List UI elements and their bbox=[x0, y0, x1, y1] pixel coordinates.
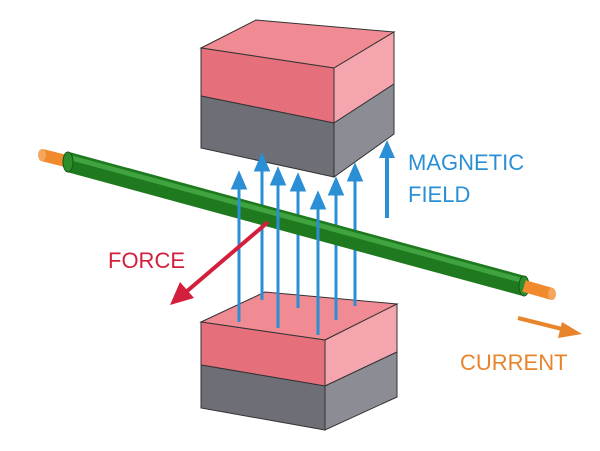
conductor-wire bbox=[38, 149, 556, 300]
field-line-arrowhead bbox=[289, 172, 307, 192]
top-magnet-base-side bbox=[333, 83, 395, 178]
force-label: FORCE bbox=[108, 248, 185, 273]
magnetic-field-label-line1: MAGNETIC bbox=[408, 150, 524, 175]
bottom-magnet bbox=[199, 291, 399, 431]
wire-highlight bbox=[67, 154, 525, 284]
field-line-arrowhead bbox=[309, 190, 327, 210]
bottom-magnet-base-side bbox=[324, 351, 398, 431]
field-arrow-icon bbox=[379, 140, 395, 218]
field-lines-front bbox=[230, 166, 327, 335]
force-arrow-icon bbox=[170, 220, 270, 305]
current-arrow-icon bbox=[517, 316, 582, 338]
field-line-arrowhead bbox=[230, 170, 248, 190]
copper-end-right bbox=[522, 280, 554, 300]
top-magnet bbox=[199, 19, 396, 178]
field-line-arrowhead bbox=[269, 166, 287, 186]
wire-body bbox=[65, 152, 527, 296]
copper-end-cap-left bbox=[38, 149, 46, 161]
field-line-arrowhead bbox=[327, 176, 345, 196]
wire-end-cap-left bbox=[62, 151, 74, 173]
copper-end-cap-right bbox=[548, 288, 556, 300]
field-line-arrowhead bbox=[346, 162, 364, 182]
magnetic-field-label-line2: FIELD bbox=[408, 182, 470, 207]
current-label: CURRENT bbox=[460, 350, 568, 375]
field-line-arrowhead bbox=[253, 152, 271, 172]
field-lines-back bbox=[253, 152, 364, 320]
